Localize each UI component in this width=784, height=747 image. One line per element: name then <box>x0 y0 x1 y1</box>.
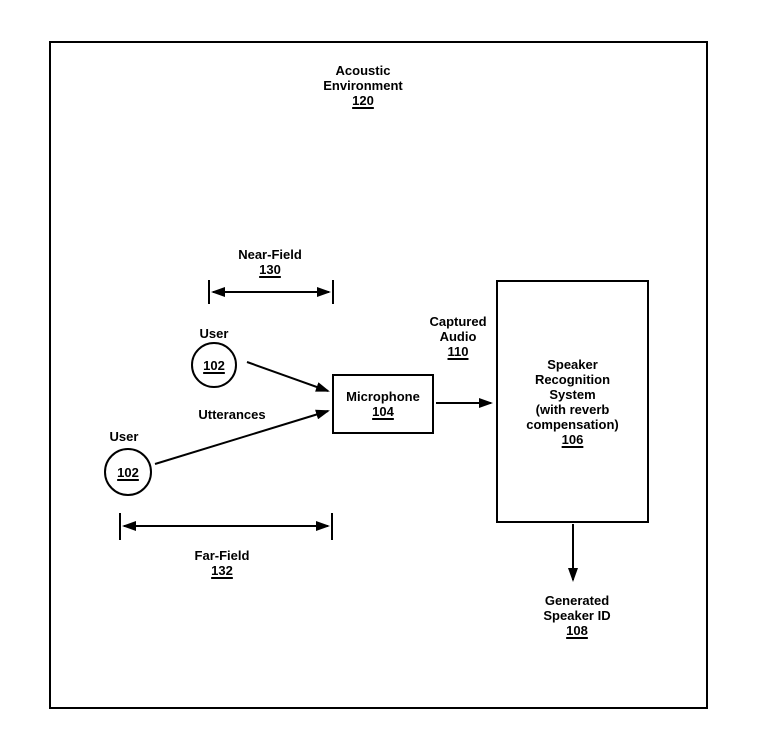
srs-line-1: Speaker <box>547 356 598 372</box>
user-top-text: User <box>199 326 229 341</box>
generated-speaker-id-line-2: Speaker ID <box>543 608 611 623</box>
captured-audio-line-1: Captured <box>429 314 487 329</box>
title-ref-numeral: 120 <box>352 93 374 108</box>
far-field-ref-numeral: 132 <box>211 563 233 578</box>
user-top-label: User <box>174 326 254 341</box>
srs-line-3: System <box>549 386 596 402</box>
microphone-ref-numeral: 104 <box>372 404 394 419</box>
microphone-text: Microphone <box>346 389 420 404</box>
near-field-label: Near-Field 130 <box>200 247 340 277</box>
captured-audio-line-2: Audio <box>439 329 477 344</box>
generated-speaker-id-ref-numeral: 108 <box>566 623 588 638</box>
utterances-label: Utterances <box>162 407 302 422</box>
srs-line-4: (with reverb <box>535 401 610 417</box>
user-top-ref-numeral: 102 <box>203 357 225 373</box>
generated-speaker-id-label: Generated Speaker ID 108 <box>507 593 647 638</box>
microphone-box: Microphone 104 <box>332 374 434 434</box>
srs-line-2: Recognition <box>534 371 611 387</box>
srs-ref-numeral: 106 <box>561 431 584 447</box>
far-field-label: Far-Field 132 <box>152 548 292 578</box>
captured-audio-ref-numeral: 110 <box>447 344 469 359</box>
far-field-text: Far-Field <box>194 548 250 563</box>
captured-audio-label: Captured Audio 110 <box>408 314 508 359</box>
near-field-ref-numeral: 130 <box>259 262 281 277</box>
user-bottom-ref-numeral: 102 <box>117 464 139 480</box>
title-line-2: Environment <box>323 78 403 93</box>
title-line-1: Acoustic <box>335 63 391 78</box>
user-top-node: 102 <box>191 342 237 388</box>
user-bottom-text: User <box>109 429 139 444</box>
acoustic-environment-title: Acoustic Environment 120 <box>283 63 443 108</box>
speaker-recognition-system-box: Speaker Recognition System (with reverb … <box>496 280 649 523</box>
utterances-text: Utterances <box>198 407 266 422</box>
user-bottom-node: 102 <box>104 448 152 496</box>
user-bottom-label: User <box>84 429 164 444</box>
generated-speaker-id-line-1: Generated <box>544 593 610 608</box>
acoustic-environment-boundary <box>49 41 708 709</box>
near-field-text: Near-Field <box>238 247 302 262</box>
srs-line-5: compensation) <box>526 416 619 432</box>
